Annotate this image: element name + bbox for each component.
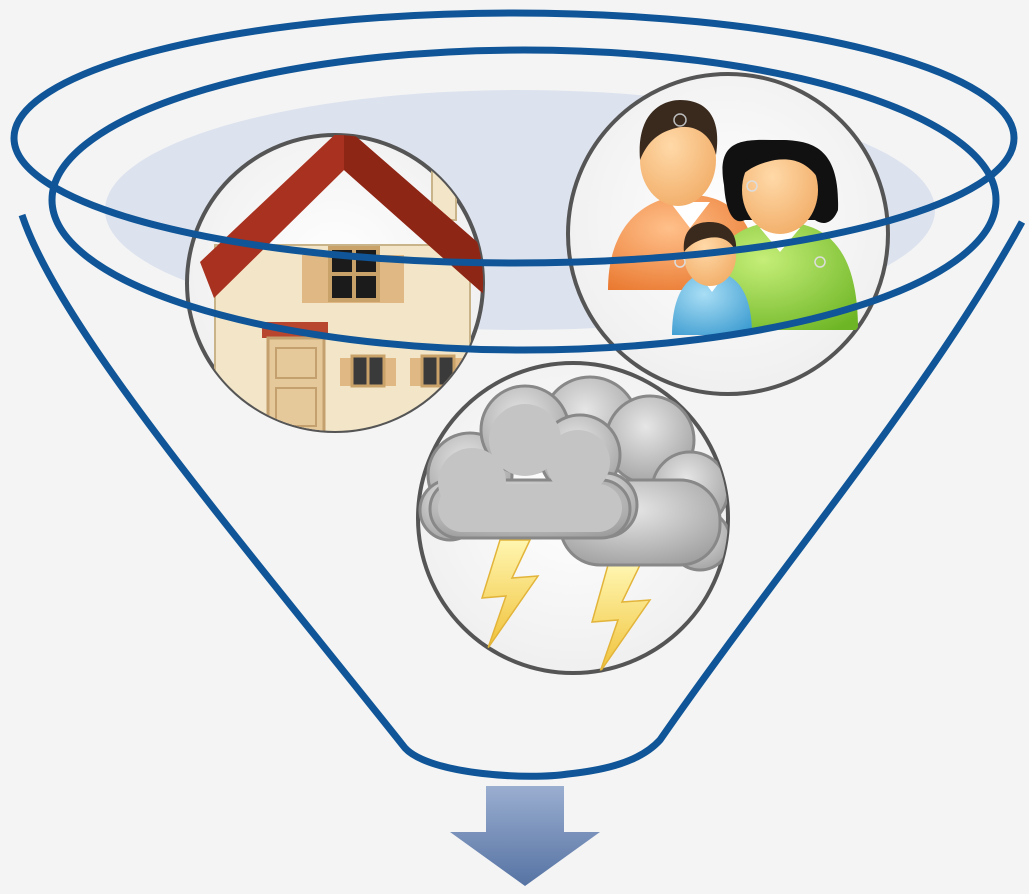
funnel-outline [10,9,1026,780]
funnel-body [18,213,1026,780]
down-arrow-icon [450,786,600,886]
funnel-inner-rim [48,46,1000,354]
funnel-outer-rim [10,9,1018,267]
storm-cloud-icon [416,361,730,675]
